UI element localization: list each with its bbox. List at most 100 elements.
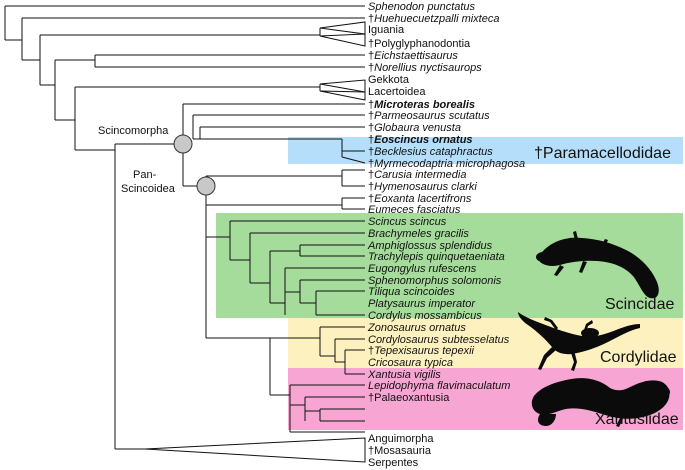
taxon-name: Eugongylus rufescens — [368, 263, 477, 275]
taxon-name: Eumeces fasciatus — [368, 204, 461, 216]
taxon-label: Anguimorpha — [368, 433, 434, 445]
taxon-name: Hymenosaurus clarki — [374, 181, 477, 193]
skink-silhouette — [536, 231, 659, 299]
dagger-mark: † — [368, 392, 374, 404]
taxon-name: Lacertoidea — [368, 86, 426, 98]
taxon-label: Platysaurus imperator — [368, 298, 476, 310]
taxon-name: Myrmecodaptria microphagosa — [374, 158, 525, 170]
taxon-name: Globaura venusta — [374, 122, 461, 134]
taxon-label: Sphenomorphus solomonis — [368, 275, 502, 287]
dagger-mark: † — [368, 445, 374, 457]
branch-line — [341, 156, 366, 164]
taxon-name: Norellius nyctisaurops — [374, 62, 482, 74]
taxon-name: Cricosaura typica — [368, 357, 453, 369]
taxon-name: Microteras borealis — [374, 99, 475, 111]
taxon-label: †Eichstaettisaurus — [368, 50, 458, 62]
taxon-name: Cordylosaurus subtesselatus — [368, 334, 510, 346]
taxon-label: Cricosaura typica — [368, 357, 453, 369]
taxon-label: †Tepexisaurus tepexii — [368, 345, 475, 357]
taxon-label: Xantusia vigilis — [367, 369, 441, 381]
taxon-name: Cordylus mossambicus — [368, 310, 482, 322]
taxon-label: †Eoscincus ornatus — [368, 134, 473, 146]
taxon-label: Tiliqua scincoides — [368, 286, 455, 298]
dagger-mark: † — [368, 38, 374, 50]
taxon-label: Eumeces fasciatus — [368, 204, 461, 216]
dagger-mark: † — [368, 146, 374, 158]
taxa-labels: Sphenodon punctatus†Huehuecuetzpalli mix… — [367, 1, 525, 469]
taxon-label: Trachylepis quinquetaeniata — [368, 251, 505, 263]
taxon-name: Eoscincus ornatus — [374, 134, 472, 146]
taxon-name: Xantusia vigilis — [367, 369, 441, 381]
pan-label-line1: Pan- — [133, 169, 157, 181]
taxon-label: Lepidophyma flavimaculatum — [368, 380, 510, 392]
taxon-label: Iguania — [368, 24, 405, 36]
taxon-label: †Carusia intermedia — [368, 169, 466, 181]
taxon-label: †Globaura venusta — [368, 122, 461, 134]
taxon-label: Amphiglossus splendidus — [367, 240, 493, 252]
taxon-label: Brachymeles gracilis — [368, 228, 469, 240]
paramacellodidae-label: †Paramacellodidae — [534, 145, 671, 162]
taxon-name: Huehuecuetzpalli mixteca — [374, 13, 499, 25]
taxon-name: Platysaurus imperator — [368, 298, 476, 310]
taxon-name: Amphiglossus splendidus — [367, 240, 493, 252]
taxon-name: Sphenomorphus solomonis — [368, 275, 502, 287]
tree-branches — [4, 5, 366, 450]
taxon-name: Parmeosaurus scutatus — [374, 110, 490, 122]
dagger-mark: † — [368, 345, 374, 357]
night-lizard-silhouette — [531, 378, 670, 427]
taxon-label: †Polyglyphanodontia — [368, 38, 471, 50]
dagger-mark: † — [368, 122, 374, 134]
taxon-label: †Hymenosaurus clarki — [368, 181, 477, 193]
taxon-label: Scincus scincus — [368, 216, 447, 228]
scincidae-label: Scincidae — [605, 296, 674, 313]
taxon-label: Lacertoidea — [368, 86, 426, 98]
dagger-mark: † — [368, 62, 374, 74]
taxon-name: Iguania — [368, 24, 405, 36]
taxon-label: Gekkota — [368, 74, 410, 86]
taxon-name: Serpentes — [368, 457, 419, 469]
collapsed-clade-iguania — [319, 21, 366, 35]
dagger-mark: † — [368, 181, 374, 193]
taxon-label: †Microteras borealis — [368, 99, 475, 111]
dagger-mark: † — [368, 50, 374, 62]
dagger-mark: † — [368, 134, 374, 146]
collapsed-clade-lacertoidea — [319, 90, 366, 101]
taxon-name: Lepidophyma flavimaculatum — [368, 380, 510, 392]
scincidae-box — [216, 213, 683, 318]
pan-scincoidea-node — [196, 176, 216, 196]
taxon-name: Trachylepis quinquetaeniata — [368, 251, 505, 263]
taxon-label: Eugongylus rufescens — [368, 263, 477, 275]
taxon-name: Sphenodon punctatus — [368, 1, 476, 13]
taxon-name: Anguimorpha — [368, 433, 434, 445]
dagger-mark: † — [368, 193, 374, 205]
collapsed-clade-polyglyphanodontia — [319, 33, 366, 47]
taxon-label: Cordylosaurus subtesselatus — [368, 334, 510, 346]
taxon-name: Tepexisaurus tepexii — [374, 345, 474, 357]
taxon-name: Polyglyphanodontia — [374, 38, 471, 50]
taxon-label: †Myrmecodaptria microphagosa — [368, 158, 525, 170]
taxon-name: Palaeoxantusia — [374, 392, 450, 404]
taxon-label: Cordylus mossambicus — [368, 310, 482, 322]
taxon-label: †Eoxanta lacertifrons — [368, 193, 472, 205]
collapsed-clade-anguimorpha-group — [144, 437, 366, 463]
taxon-name: Eichstaettisaurus — [374, 50, 458, 62]
taxon-label: Sphenodon punctatus — [368, 1, 476, 13]
taxon-label: †Parmeosaurus scutatus — [368, 110, 490, 122]
dagger-mark: † — [368, 110, 374, 122]
taxon-label: †Palaeoxantusia — [368, 392, 450, 404]
taxon-name: Tiliqua scincoides — [368, 286, 455, 298]
dagger-mark: † — [368, 99, 374, 111]
cordylidae-label: Cordylidae — [600, 349, 677, 366]
taxon-name: Scincus scincus — [368, 216, 447, 228]
taxon-label: Serpentes — [368, 457, 419, 469]
taxon-label: †Huehuecuetzpalli mixteca — [368, 13, 499, 25]
dagger-mark: † — [368, 158, 374, 170]
collapsed-clade-gekkota — [319, 79, 366, 93]
dagger-mark: † — [368, 13, 374, 25]
taxon-name: Carusia intermedia — [374, 169, 466, 181]
dagger-mark: † — [368, 169, 374, 181]
taxon-name: Eoxanta lacertifrons — [374, 193, 472, 205]
girdled-lizard-silhouette — [518, 312, 640, 371]
taxon-name: Mosasauria — [374, 445, 432, 457]
taxon-name: Brachymeles gracilis — [368, 228, 469, 240]
